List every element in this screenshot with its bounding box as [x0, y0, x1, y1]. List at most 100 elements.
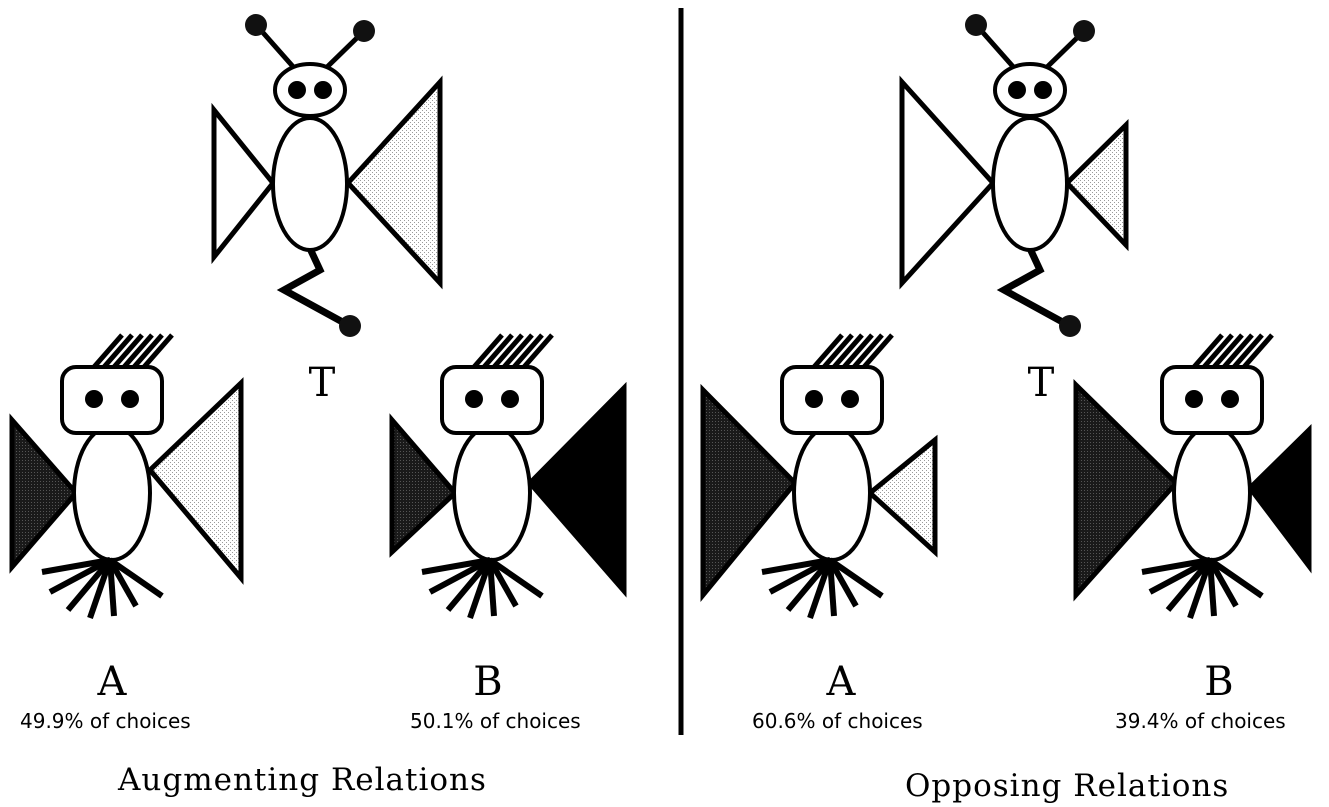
right-wing	[344, 75, 443, 290]
hair-strand	[852, 333, 884, 369]
right-condition-title: Opposing Relations	[905, 768, 1230, 804]
hair-strand	[1242, 333, 1274, 369]
hair-strand	[492, 333, 524, 369]
right-choice-a-figure	[700, 333, 938, 619]
leg	[996, 238, 1070, 329]
left-wing	[9, 413, 80, 574]
right-choice-b-share: 39.4% of choices	[1115, 709, 1286, 733]
antenna-right	[1042, 31, 1084, 72]
hair-strand	[482, 333, 514, 369]
foot-strand	[41, 557, 111, 575]
left-choice-b-share: 50.1% of choices	[410, 709, 581, 733]
eye-right	[1221, 390, 1239, 408]
foot-strand	[487, 559, 497, 617]
hair-strand	[102, 333, 134, 369]
body	[991, 116, 1069, 252]
left-wing	[211, 102, 277, 265]
hair-strand	[1222, 333, 1254, 369]
hair-strand	[1212, 333, 1244, 369]
left-condition-title: Augmenting Relations	[118, 762, 487, 798]
left-wing	[1073, 379, 1180, 602]
right-choice-a-label: A	[826, 659, 856, 705]
eye-left	[288, 81, 306, 99]
left-wing	[700, 383, 799, 602]
foot-strand	[828, 557, 884, 599]
left-choice-a-label: A	[97, 659, 127, 705]
foot-strand	[428, 557, 492, 595]
eye-right	[1034, 81, 1052, 99]
antenna-left	[976, 25, 1018, 72]
left-choice-b-figure	[389, 333, 627, 619]
right-target-figure	[899, 14, 1129, 337]
head	[440, 365, 544, 435]
antenna-right	[322, 31, 364, 72]
foot-strand	[1207, 559, 1217, 617]
foot-strand	[768, 557, 832, 595]
eye-left	[1185, 390, 1203, 408]
head	[780, 365, 884, 435]
head	[993, 62, 1067, 118]
foot-strand	[48, 557, 112, 595]
hair-strand	[832, 333, 864, 369]
hair-strand	[142, 333, 174, 369]
hair-strand	[1192, 333, 1224, 369]
eye-right	[841, 390, 859, 408]
hair-strand	[472, 333, 504, 369]
right-choice-b-label: B	[1204, 659, 1234, 705]
foot-strand	[107, 558, 139, 608]
foot-strand	[1187, 559, 1213, 619]
right-choice-a-share: 60.6% of choices	[752, 709, 923, 733]
foot-strand	[445, 558, 493, 612]
foot-strand	[108, 557, 164, 599]
body	[72, 424, 152, 562]
foot-strand	[65, 558, 113, 612]
foot-strand	[1207, 558, 1239, 608]
left-target-label: T	[308, 360, 336, 406]
head	[1160, 365, 1264, 435]
foot-strand	[87, 559, 113, 619]
foot-strand	[807, 559, 833, 619]
hair-strand	[822, 333, 854, 369]
eye-right	[314, 81, 332, 99]
antenna-knob-left	[965, 14, 987, 36]
body	[792, 424, 872, 562]
foot-strand	[1148, 557, 1212, 595]
hair-strand	[842, 333, 874, 369]
eye-right	[501, 390, 519, 408]
hair-strand	[92, 333, 124, 369]
antenna-knob-right	[1073, 20, 1095, 42]
foot-strand	[467, 559, 493, 619]
hair-strand	[812, 333, 844, 369]
eye-left	[1008, 81, 1026, 99]
hair-strand	[132, 333, 164, 369]
hair-strand	[522, 333, 554, 369]
right-choice-b-figure	[1073, 333, 1312, 619]
eye-left	[465, 390, 483, 408]
hair-strand	[502, 333, 534, 369]
foot-strand	[107, 559, 117, 617]
foot-strand	[1165, 558, 1213, 612]
left-choice-b-label: B	[473, 659, 503, 705]
antenna-left	[256, 25, 298, 72]
foot	[1059, 315, 1081, 337]
antenna-knob-right	[353, 20, 375, 42]
leg	[276, 238, 350, 329]
left-wing	[389, 413, 459, 558]
eye-left	[85, 390, 103, 408]
hair-strand	[112, 333, 144, 369]
foot	[339, 315, 361, 337]
right-wing	[1246, 424, 1312, 574]
left-choice-a-figure	[9, 333, 244, 619]
hair-strand	[512, 333, 544, 369]
antenna-knob-left	[245, 14, 267, 36]
right-wing	[1063, 119, 1129, 252]
head	[273, 62, 347, 118]
foot-strand	[1208, 557, 1264, 599]
left-target-figure	[211, 14, 443, 337]
body	[1172, 424, 1252, 562]
foot-strand	[827, 558, 859, 608]
right-wing	[526, 381, 627, 598]
eye-left	[805, 390, 823, 408]
